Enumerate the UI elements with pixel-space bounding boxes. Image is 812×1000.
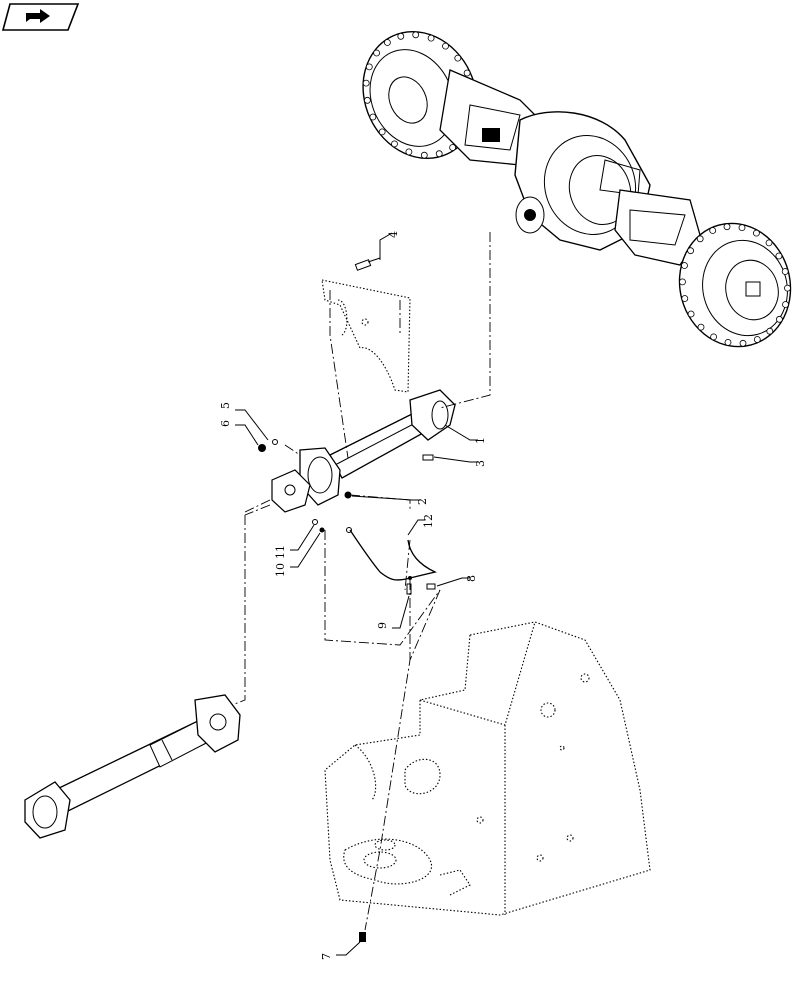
callout-8: 8 <box>465 575 478 582</box>
assembly-lines <box>231 232 491 931</box>
return-arrow-icon <box>26 9 50 23</box>
hub-bolt <box>782 301 789 308</box>
lower-driveshaft <box>24 694 241 839</box>
hub-bolt <box>383 39 391 46</box>
frame-outline <box>324 621 651 916</box>
hub-bolt <box>454 54 462 62</box>
axle-assembly <box>362 30 792 348</box>
hub-bolt <box>687 247 694 255</box>
callout-4: 4 <box>387 231 400 238</box>
hub-bolt <box>724 338 732 346</box>
hub-bolt <box>679 278 686 286</box>
hub-bolt <box>397 32 405 40</box>
hub-bolt <box>753 336 761 343</box>
hub-bolt <box>420 151 428 159</box>
callout-1: 1 <box>474 437 487 444</box>
hub-bolt <box>738 224 746 232</box>
callout-12: 12 <box>422 514 435 528</box>
hub-bolt <box>435 150 443 158</box>
callout-7: 7 <box>320 953 333 960</box>
hub-bolt <box>687 310 695 318</box>
callout-11: 11 <box>274 545 287 559</box>
driveshaft-assembly <box>258 389 456 513</box>
hub-bolt <box>681 262 688 269</box>
hub-bolt <box>723 223 731 231</box>
callout-9: 9 <box>376 622 389 629</box>
leader-lines <box>235 232 478 956</box>
hub-bolt <box>449 144 457 151</box>
hub-bolt <box>427 34 435 42</box>
callout-2: 2 <box>416 498 429 505</box>
callout-3: 3 <box>474 460 487 467</box>
hub-bolt <box>776 315 783 323</box>
callout-labels: 1 2 3 4 5 6 7 8 9 10 11 12 <box>219 231 487 960</box>
hub-bolt <box>405 148 413 156</box>
hub-bolt <box>363 96 371 104</box>
mounting-bracket <box>321 279 411 393</box>
hub-bolt <box>365 63 373 71</box>
callout-5: 5 <box>219 402 232 409</box>
hub-bolt <box>463 69 471 77</box>
hub-bolt <box>781 268 789 275</box>
hub-bolt <box>442 42 449 50</box>
hub-bolt <box>362 79 370 87</box>
hub-bolt <box>775 252 783 260</box>
return-button[interactable] <box>1 3 80 31</box>
hub-bolt <box>373 49 381 57</box>
hub-bolt <box>766 327 774 335</box>
hub-bolt <box>753 229 760 237</box>
hub-bolt <box>378 128 386 136</box>
hub-bolt <box>739 339 747 347</box>
hub-bolt <box>681 295 689 302</box>
bolt-4 <box>354 257 381 271</box>
hub-bolt <box>696 235 704 243</box>
hub-bolt <box>784 284 791 292</box>
callout-6: 6 <box>219 420 232 427</box>
hub-bolt <box>697 323 705 331</box>
hub-bolt <box>710 333 717 341</box>
hub-bolt <box>412 31 420 39</box>
hub-bolt <box>391 140 398 148</box>
hub-bolt <box>369 113 377 121</box>
hub-bolt <box>765 239 773 247</box>
hub-bolt <box>709 227 717 234</box>
grease-line-12 <box>346 527 437 581</box>
callout-10: 10 <box>274 563 287 577</box>
